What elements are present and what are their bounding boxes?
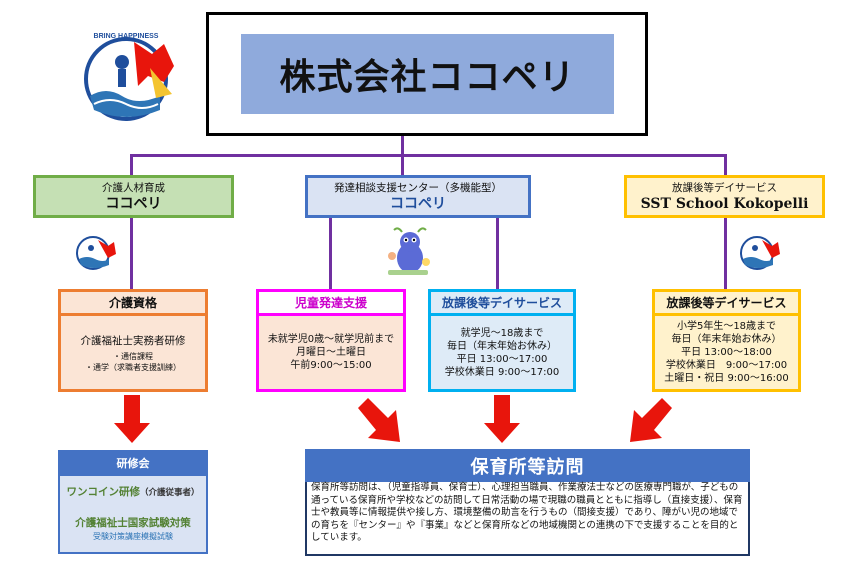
company-name: 株式会社ココペリ — [279, 57, 576, 98]
character-illustration — [388, 227, 430, 275]
category-kaigo-name: ココペリ — [105, 195, 162, 212]
kenshu-one-coin-note: （介護従事者） — [139, 488, 200, 498]
category-sst-name: SST School Kokopelli — [640, 195, 809, 212]
connector-left-lower — [130, 218, 133, 290]
category-sst-label: 放課後等デイサービス — [672, 181, 777, 194]
service-houkago-right-title: 放課後等デイサービス — [652, 289, 801, 316]
service-houkago-right-line-4: 学校休業日 9:00～17:00 — [665, 360, 788, 371]
service-kaigo-title: 介護資格 — [58, 289, 208, 316]
arrow-diag-jido — [358, 398, 400, 442]
visit-description: 保育所等訪問は、（児童指導員、保育士）、心理担当職員、作業療法士などの医療専門職… — [305, 482, 750, 556]
visit-title-text: 保育所等訪問 — [470, 456, 585, 478]
connector-mid-drop — [401, 154, 404, 176]
service-houkago-mid-title: 放課後等デイサービス — [428, 289, 576, 316]
kenshu-exam-prep: 介護福祉士国家試験対策 — [75, 517, 191, 529]
category-kaigo: 介護人材育成 ココペリ — [33, 175, 234, 218]
service-jido-title: 児童発達支援 — [256, 289, 406, 316]
service-jido-line-3: 午前9:00～15:00 — [290, 360, 372, 371]
connector-right-drop — [724, 154, 727, 176]
small-logo-left — [76, 236, 116, 270]
service-kaigo-sub-1: ・通信課程 — [113, 351, 153, 361]
service-houkago-mid-title-text: 放課後等デイサービス — [441, 296, 562, 310]
service-kaigo-body: 介護福祉士実務者研修 ・通信課程 ・通学（求職者支援訓練） — [58, 316, 208, 392]
connector-horizontal — [130, 154, 727, 157]
kenshu-title: 研修会 — [58, 450, 208, 476]
category-hattatsu: 発達相談支援センター（多機能型） ココペリ — [305, 175, 531, 218]
service-houkago-mid-line-3: 平日 13:00～17:00 — [456, 353, 548, 365]
arrow-down-left — [114, 395, 150, 443]
connector-right-lower — [724, 218, 727, 290]
service-houkago-right-line-1: 小学5年生～18歳まで — [676, 321, 777, 332]
category-hattatsu-name: ココペリ — [390, 195, 446, 212]
kenshu-title-text: 研修会 — [116, 457, 150, 470]
service-kaigo-main: 介護福祉士実務者研修 — [80, 334, 186, 347]
arrow-diag-sst — [630, 398, 672, 442]
kenshu-mock-exam: 受験対策講座模擬試験 — [93, 532, 173, 541]
category-hattatsu-label: 発達相談支援センター（多機能型） — [334, 181, 502, 194]
kenshu-one-coin-label: ワンコイン研修 — [66, 486, 140, 498]
service-jido-line-1: 未就学児0歳～就学児前まで — [267, 334, 395, 345]
kenshu-one-coin: ワンコイン研修（介護従事者） — [60, 484, 206, 499]
visit-title: 保育所等訪問 — [305, 449, 750, 482]
service-kaigo-sub-2: ・通学（求職者支援訓練） — [85, 362, 181, 372]
connector-mid-split-left — [329, 218, 332, 290]
connector-left-drop — [130, 154, 133, 176]
company-box: 株式会社ココペリ — [241, 34, 614, 114]
category-sst: 放課後等デイサービス SST School Kokopelli — [624, 175, 825, 218]
category-kaigo-label: 介護人材育成 — [102, 181, 165, 194]
arrow-down-houkago — [484, 395, 520, 443]
service-houkago-mid-line-1: 就学児～18歳まで — [460, 327, 544, 339]
service-jido-title-text: 児童発達支援 — [294, 296, 367, 310]
connector-mid-split-right — [496, 218, 499, 290]
logo-text: BRING HAPPINESS — [94, 33, 159, 40]
service-houkago-right-body: 小学5年生～18歳まで 毎日（年末年始お休み） 平日 13:00～18:00 学… — [652, 316, 801, 392]
service-houkago-right-line-3: 平日 13:00～18:00 — [681, 347, 772, 358]
service-kaigo-title-text: 介護資格 — [108, 296, 157, 310]
service-jido-body: 未就学児0歳～就学児前まで 月曜日～土曜日 午前9:00～15:00 — [256, 316, 406, 392]
service-jido-line-2: 月曜日～土曜日 — [296, 347, 366, 358]
small-logo-right — [740, 236, 780, 270]
service-houkago-mid-line-2: 毎日（年末年始お休み） — [447, 340, 557, 352]
service-houkago-mid-line-4: 学校休業日 9:00～17:00 — [444, 366, 560, 378]
connector-main-vertical — [401, 136, 404, 156]
service-houkago-right-title-text: 放課後等デイサービス — [666, 296, 787, 310]
service-houkago-right-line-5: 土曜日・祝日 9:00～16:00 — [664, 373, 789, 384]
service-houkago-right-line-2: 毎日（年末年始お休み） — [671, 334, 782, 345]
service-houkago-mid-body: 就学児～18歳まで 毎日（年末年始お休み） 平日 13:00～17:00 学校休… — [428, 316, 576, 392]
company-logo: BRING HAPPINESS — [84, 33, 174, 121]
